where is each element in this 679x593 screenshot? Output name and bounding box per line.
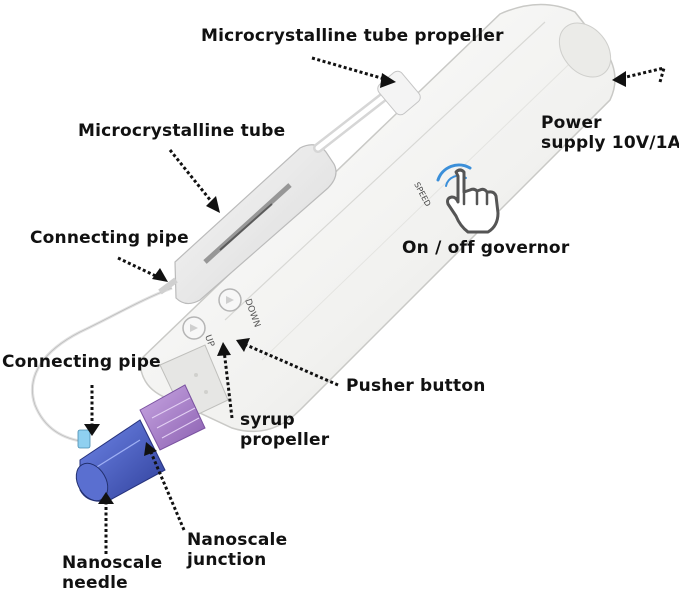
syrup-propeller — [139, 384, 206, 451]
label-power-supply: Power supply 10V/1A — [541, 113, 679, 153]
label-connecting-pipe-left: Connecting pipe — [2, 352, 161, 372]
pointer-arrows — [90, 56, 667, 554]
device-body — [139, 3, 616, 433]
microcrystalline-tube — [158, 144, 337, 305]
up-text: UP — [202, 334, 216, 349]
label-tube-propeller: Microcrystalline tube propeller — [201, 26, 504, 46]
label-syrup-propeller: syrup propeller — [240, 410, 330, 450]
label-pusher-button: Pusher button — [346, 376, 486, 396]
label-nanoscale-junction: Nanoscale junction — [187, 530, 288, 570]
arrow-heads — [84, 71, 626, 504]
label-microcrystalline-tube: Microcrystalline tube — [78, 121, 286, 141]
hand-pointer-icon — [446, 168, 500, 234]
label-connecting-pipe-top: Connecting pipe — [30, 228, 189, 248]
nanoscale-needle — [75, 419, 166, 502]
label-nanoscale-needle: Nanoscale needle — [62, 553, 163, 593]
label-on-off-governor: On / off governor — [402, 238, 570, 258]
